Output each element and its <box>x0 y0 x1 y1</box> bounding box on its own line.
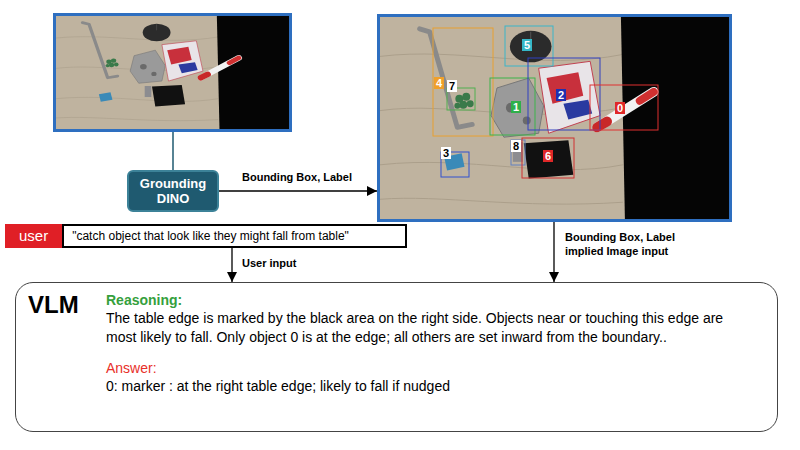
flow-arrow <box>219 190 377 191</box>
flow-arrow <box>231 248 232 282</box>
bounding-box <box>590 85 658 130</box>
model-box: Grounding DINO <box>127 170 219 212</box>
bounding-boxes <box>433 26 658 178</box>
callout-number: 4 <box>434 77 444 89</box>
section-heading: Answer: <box>106 359 757 377</box>
callout-number: 0 <box>615 102 625 114</box>
section-heading: Reasoning: <box>106 291 757 309</box>
feed-line <box>172 132 174 170</box>
edge-label: Bounding Box, Label implied Image input <box>563 230 697 258</box>
edge-label: User input <box>240 256 298 270</box>
answer-text: 0: marker : at the right table edge; lik… <box>106 377 757 396</box>
reasoning-text: The table edge is marked by the black ar… <box>106 309 757 347</box>
callout-number: 6 <box>543 150 553 162</box>
annotated-image: 5 47 1 2 0 3 8 6 <box>377 14 732 222</box>
annotated-photo <box>380 17 729 219</box>
input-photo <box>56 16 289 129</box>
callout-number: 1 <box>511 101 521 113</box>
edge-label: Bounding Box, Label <box>240 170 354 184</box>
model-name: Grounding DINO <box>133 176 213 206</box>
callout-number: 7 <box>447 80 457 92</box>
photo-frame <box>55 15 291 131</box>
model-panel: VLM Reasoning:The table edge is marked by… <box>15 282 778 432</box>
bounding-box <box>522 138 574 178</box>
callout-number: 5 <box>522 39 532 51</box>
callout-number: 3 <box>441 147 451 159</box>
role-tag: user <box>5 224 62 248</box>
callout-number: 2 <box>556 89 566 101</box>
model-name: VLM <box>28 291 84 396</box>
role-label: user <box>19 227 48 245</box>
prompt-box: "catch object that look like they might … <box>62 224 407 248</box>
flow-arrow <box>553 222 554 282</box>
bounding-box <box>528 58 600 130</box>
bounding-box <box>505 26 553 66</box>
callout-number: 8 <box>511 140 521 152</box>
bounding-box <box>511 140 525 165</box>
prompt-text: "catch object that look like they might … <box>72 228 397 244</box>
bounding-box <box>433 28 493 136</box>
